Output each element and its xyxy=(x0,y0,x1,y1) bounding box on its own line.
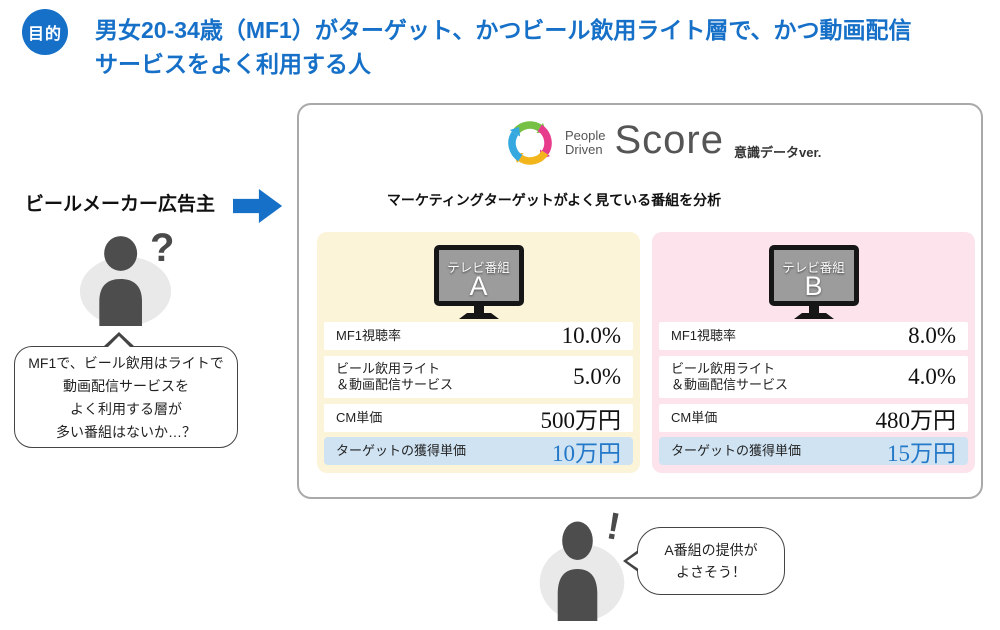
metric-value: 5.0% xyxy=(573,364,621,389)
metric-value: 10.0% xyxy=(561,323,621,348)
pds-logo-brand-line1: People xyxy=(565,128,606,143)
purpose-badge: 目的 xyxy=(22,9,68,55)
tv-label: テレビ番組 xyxy=(447,261,510,275)
page-title-line2: サービスをよく利用する人 xyxy=(95,51,371,77)
conclusion-speech-bubble: A番組の提供が よさそう！ xyxy=(623,527,785,595)
metric-value: 8.0% xyxy=(908,323,956,348)
metric-row: CM単価 500万円 xyxy=(324,404,633,433)
tv-icon-b: テレビ番組 B xyxy=(768,244,860,322)
metric-label: ビール飲用ライト ＆動画配信サービス xyxy=(336,361,454,392)
metric-label: CM単価 xyxy=(671,410,718,425)
bubble-line: MF1で、ビール飲用はライトで xyxy=(28,355,224,371)
panel-title: マーケティングターゲットがよく見ている番組を分析 xyxy=(386,192,722,208)
metric-label: ターゲットの獲得単価 xyxy=(671,443,802,458)
metric-table-b: MF1視聴率 8.0% ビール飲用ライト ＆動画配信サービス 4.0% CM単価… xyxy=(659,322,968,466)
metric-row: ビール飲用ライト ＆動画配信サービス 4.0% xyxy=(659,356,968,398)
advertiser-person-icon xyxy=(77,232,174,331)
pds-logo-score-text: Score xyxy=(614,117,724,162)
pds-logo-icon xyxy=(507,120,553,166)
purpose-badge-label: 目的 xyxy=(27,26,62,43)
pds-logo: People Driven Score 意識データver. xyxy=(507,118,821,168)
tv-letter-a: A xyxy=(469,271,488,301)
metric-value: 4.0% xyxy=(908,364,956,389)
advertiser-label: ビールメーカー広告主 xyxy=(25,194,216,215)
metric-label: MF1視聴率 xyxy=(336,328,402,343)
page-title-line1: 男女20-34歳（MF1）がターゲット、かつビール飲用ライト層で、かつ動画配信 xyxy=(95,17,912,43)
metric-row-highlight: ターゲットの獲得単価 10万円 xyxy=(324,437,633,466)
tv-letter-b: B xyxy=(804,271,823,301)
right-arrow-icon xyxy=(233,189,283,223)
conclusion-person-icon xyxy=(537,517,627,626)
metric-row: MF1視聴率 8.0% xyxy=(659,322,968,350)
program-card-a: テレビ番組 A MF1視聴率 10.0% ビール飲用ライト ＆動画配信サービス … xyxy=(317,232,640,473)
question-mark-icon: ? xyxy=(150,226,175,270)
metric-value: 15万円 xyxy=(887,441,956,466)
metric-value: 10万円 xyxy=(552,441,621,466)
metric-row: MF1視聴率 10.0% xyxy=(324,322,633,350)
bubble-line: よさそう！ xyxy=(676,564,746,580)
pds-logo-brand-line2: Driven xyxy=(565,142,603,157)
page-title: 男女20-34歳（MF1）がターゲット、かつビール飲用ライト層で、かつ動画配信 … xyxy=(95,13,911,81)
advertiser-speech-bubble: MF1で、ビール飲用はライトで 動画配信サービスを よく利用する層が 多い番組は… xyxy=(14,332,238,448)
metric-table-a: MF1視聴率 10.0% ビール飲用ライト ＆動画配信サービス 5.0% CM単… xyxy=(324,322,633,466)
metric-value: 500万円 xyxy=(540,408,622,433)
score-panel: People Driven Score 意識データver. マーケティングターゲ… xyxy=(297,103,983,499)
metric-value: 480万円 xyxy=(875,408,957,433)
metric-label: MF1視聴率 xyxy=(671,328,737,343)
bubble-line: 動画配信サービスを xyxy=(63,378,189,394)
metric-row-highlight: ターゲットの獲得単価 15万円 xyxy=(659,437,968,466)
tv-icon-a: テレビ番組 A xyxy=(433,244,525,322)
pds-logo-brand: People Driven xyxy=(565,129,605,157)
metric-label: ターゲットの獲得単価 xyxy=(336,443,467,458)
metric-label: ビール飲用ライト ＆動画配信サービス xyxy=(671,361,789,392)
bubble-line: 多い番組はないか…？ xyxy=(56,424,196,440)
metric-row: CM単価 480万円 xyxy=(659,404,968,433)
program-card-b: テレビ番組 B MF1視聴率 8.0% ビール飲用ライト ＆動画配信サービス 4… xyxy=(652,232,975,473)
metric-label: CM単価 xyxy=(336,410,383,425)
metric-row: ビール飲用ライト ＆動画配信サービス 5.0% xyxy=(324,356,633,398)
bubble-line: よく利用する層が xyxy=(70,401,182,417)
bubble-line: A番組の提供が xyxy=(664,542,758,558)
pds-logo-version: 意識データver. xyxy=(733,144,822,160)
tv-label: テレビ番組 xyxy=(782,261,845,275)
